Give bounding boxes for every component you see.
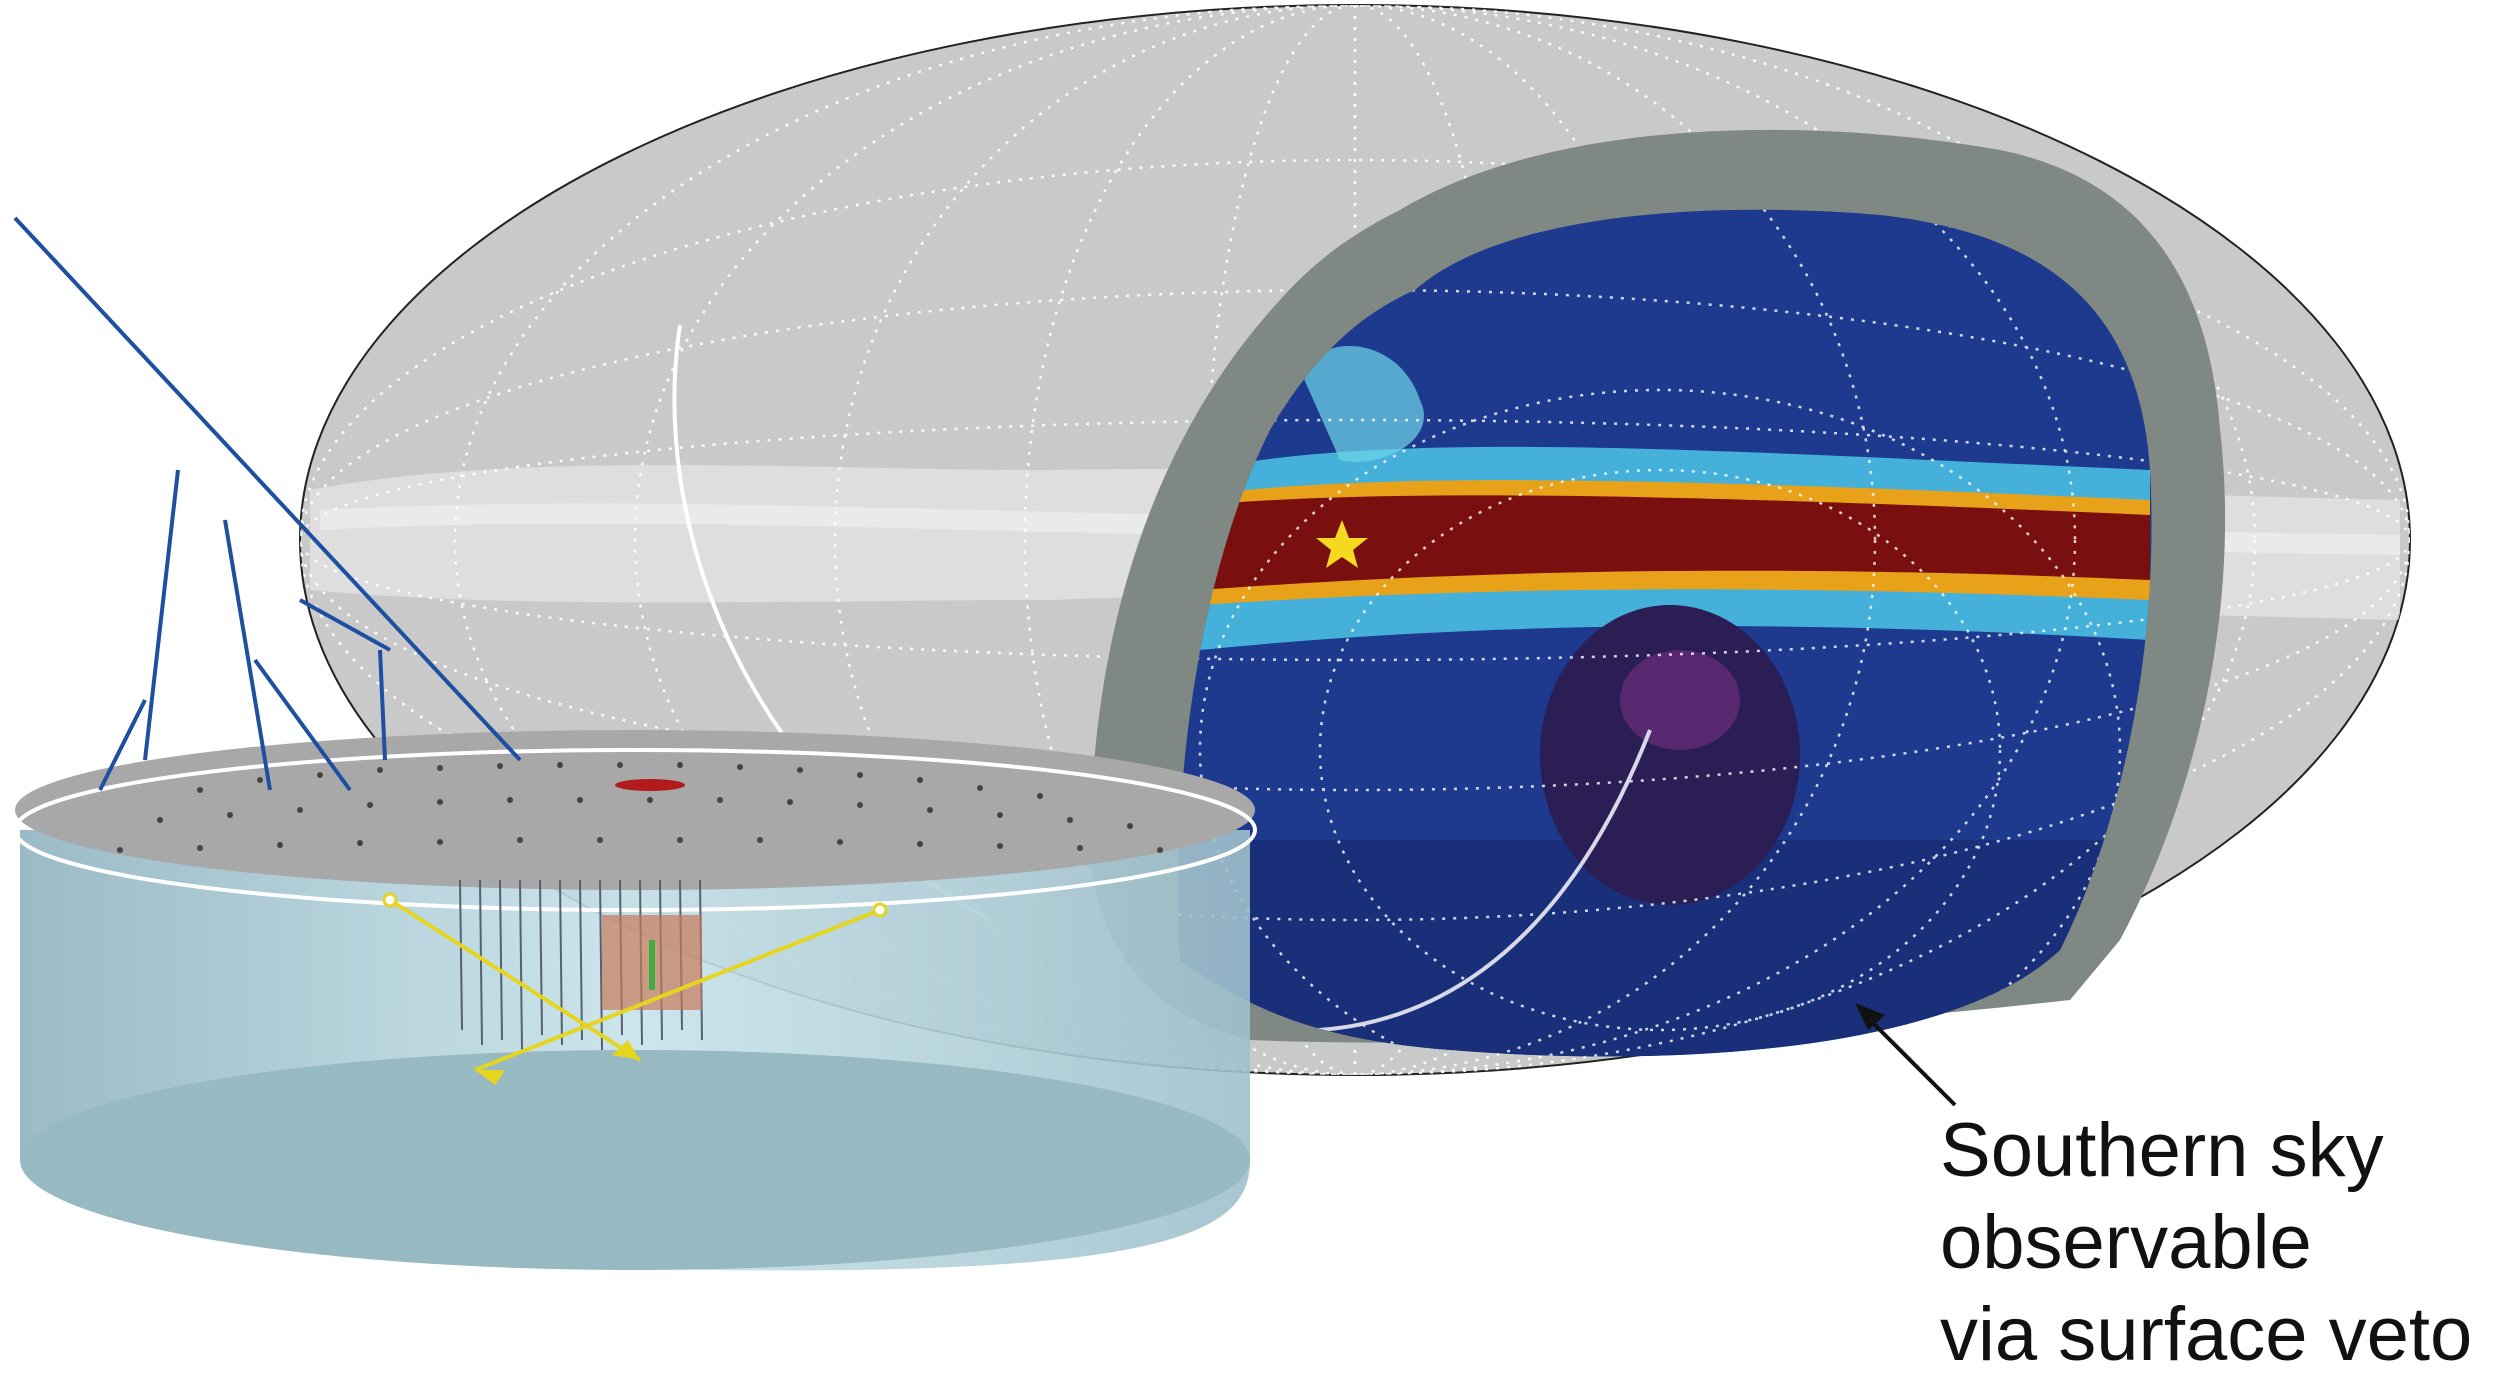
detector: [13, 730, 1257, 1271]
annotation-line-3: via surface veto: [1940, 1292, 2473, 1377]
surface-array: [117, 762, 1163, 853]
arrow-icon: [612, 1040, 640, 1060]
arrow-head-icon: [1855, 1003, 1885, 1030]
surface-event-marker: [615, 779, 685, 791]
star-icon: [1316, 520, 1368, 568]
annotation-line-2: observable: [1940, 1200, 2312, 1285]
annotation-line-1: Southern sky: [1940, 1108, 2384, 1193]
annotation-arrow: [1855, 1003, 1957, 1107]
galactic-plane: [1200, 495, 2150, 590]
detector-floor: [20, 1050, 1250, 1270]
southern-sky-map: [1178, 209, 2152, 1057]
dark-region: [1540, 605, 1800, 905]
detector-top: [15, 730, 1255, 890]
muon-tracks: [388, 898, 881, 1072]
air-shower: [13, 216, 522, 792]
